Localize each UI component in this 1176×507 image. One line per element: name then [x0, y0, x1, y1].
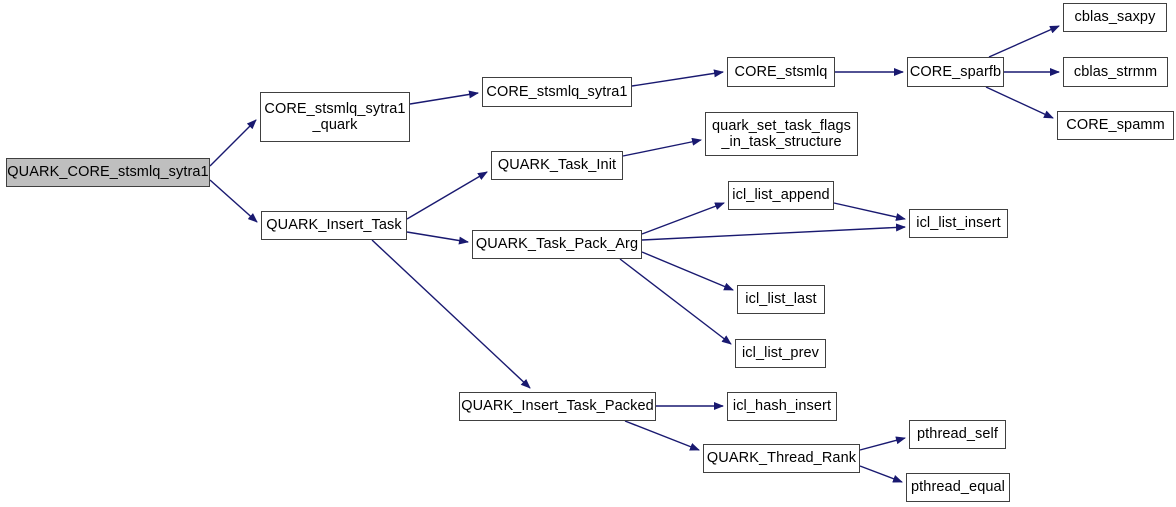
- graph-node-label: pthread_equal: [910, 479, 1006, 496]
- graph-edge-quark_fn-to-sytra1: [409, 90, 479, 105]
- graph-edge-sparfb-to-spamm: [985, 86, 1054, 119]
- graph-node-insert_packed[interactable]: QUARK_Insert_Task_Packed: [459, 392, 656, 421]
- graph-node-label: QUARK_CORE_stsmlq_sytra1: [7, 164, 209, 181]
- graph-node-label: QUARK_Insert_Task: [266, 217, 402, 234]
- graph-node-label: icl_hash_insert: [732, 398, 832, 415]
- graph-node-list_last[interactable]: icl_list_last: [737, 285, 825, 314]
- graph-edge-root-to-insert_task: [209, 179, 258, 223]
- graph-node-set_flags[interactable]: quark_set_task_flags _in_task_structure: [705, 112, 858, 156]
- graph-node-list_insert[interactable]: icl_list_insert: [909, 209, 1008, 238]
- graph-edge-task_init-to-set_flags: [622, 137, 702, 157]
- graph-edge-thread_rank-to-pthread_self: [859, 436, 906, 451]
- graph-node-quark_fn[interactable]: CORE_stsmlq_sytra1 _quark: [260, 92, 410, 142]
- graph-node-task_init[interactable]: QUARK_Task_Init: [491, 151, 623, 180]
- graph-node-label: QUARK_Task_Pack_Arg: [475, 236, 639, 253]
- graph-edge-insert_packed-to-thread_rank: [624, 420, 700, 451]
- graph-edge-root-to-quark_fn: [209, 119, 257, 167]
- graph-node-saxpy[interactable]: cblas_saxpy: [1063, 3, 1167, 32]
- graph-node-label: icl_list_prev: [741, 345, 820, 362]
- graph-node-label: QUARK_Insert_Task_Packed: [461, 398, 654, 415]
- graph-node-label: CORE_stsmlq: [734, 63, 828, 80]
- graph-node-spamm[interactable]: CORE_spamm: [1057, 111, 1174, 140]
- graph-edge-list_append-to-list_insert: [833, 202, 906, 221]
- graph-node-stsmlq[interactable]: CORE_stsmlq: [727, 57, 835, 87]
- graph-edge-pack_arg-to-list_last: [641, 251, 734, 291]
- graph-node-pthread_self[interactable]: pthread_self: [909, 420, 1006, 449]
- graph-node-sytra1[interactable]: CORE_stsmlq_sytra1: [482, 77, 632, 107]
- graph-node-pthread_equal[interactable]: pthread_equal: [906, 473, 1010, 502]
- graph-edge-thread_rank-to-pthread_equal: [859, 465, 903, 483]
- graph-node-hash_insert[interactable]: icl_hash_insert: [727, 392, 837, 421]
- graph-node-root[interactable]: QUARK_CORE_stsmlq_sytra1: [6, 158, 210, 187]
- graph-node-label: CORE_spamm: [1066, 117, 1165, 134]
- graph-node-pack_arg[interactable]: QUARK_Task_Pack_Arg: [472, 230, 642, 259]
- graph-edge-pack_arg-to-list_append: [641, 202, 725, 235]
- graph-node-strmm[interactable]: cblas_strmm: [1063, 57, 1168, 87]
- graph-edge-insert_task-to-pack_arg: [406, 231, 469, 245]
- graph-node-sparfb[interactable]: CORE_sparfb: [907, 57, 1004, 87]
- graph-node-label: CORE_sparfb: [909, 63, 1002, 80]
- graph-edge-insert_task-to-insert_packed: [371, 239, 531, 389]
- graph-node-label: cblas_saxpy: [1074, 9, 1156, 26]
- graph-node-label: QUARK_Thread_Rank: [706, 450, 857, 467]
- graph-edge-pack_arg-to-list_insert: [641, 223, 906, 241]
- graph-node-label: quark_set_task_flags _in_task_structure: [711, 117, 852, 150]
- graph-node-label: cblas_strmm: [1073, 63, 1158, 80]
- graph-node-list_append[interactable]: icl_list_append: [728, 181, 834, 210]
- graph-node-label: pthread_self: [916, 426, 998, 443]
- graph-node-list_prev[interactable]: icl_list_prev: [735, 339, 826, 368]
- graph-edge-sparfb-to-saxpy: [988, 25, 1060, 58]
- graph-node-label: icl_list_insert: [916, 215, 1001, 232]
- graph-node-thread_rank[interactable]: QUARK_Thread_Rank: [703, 444, 860, 473]
- graph-edge-insert_task-to-task_init: [406, 171, 488, 220]
- graph-node-label: CORE_stsmlq_sytra1 _quark: [264, 100, 406, 133]
- graph-node-label: QUARK_Task_Init: [497, 157, 617, 174]
- graph-edge-sytra1-to-stsmlq: [631, 69, 724, 87]
- graph-edge-pack_arg-to-list_prev: [619, 258, 732, 345]
- graph-node-label: icl_list_append: [732, 187, 830, 204]
- graph-node-label: CORE_stsmlq_sytra1: [486, 83, 628, 100]
- graph-node-insert_task[interactable]: QUARK_Insert_Task: [261, 211, 407, 240]
- graph-node-label: icl_list_last: [745, 291, 817, 308]
